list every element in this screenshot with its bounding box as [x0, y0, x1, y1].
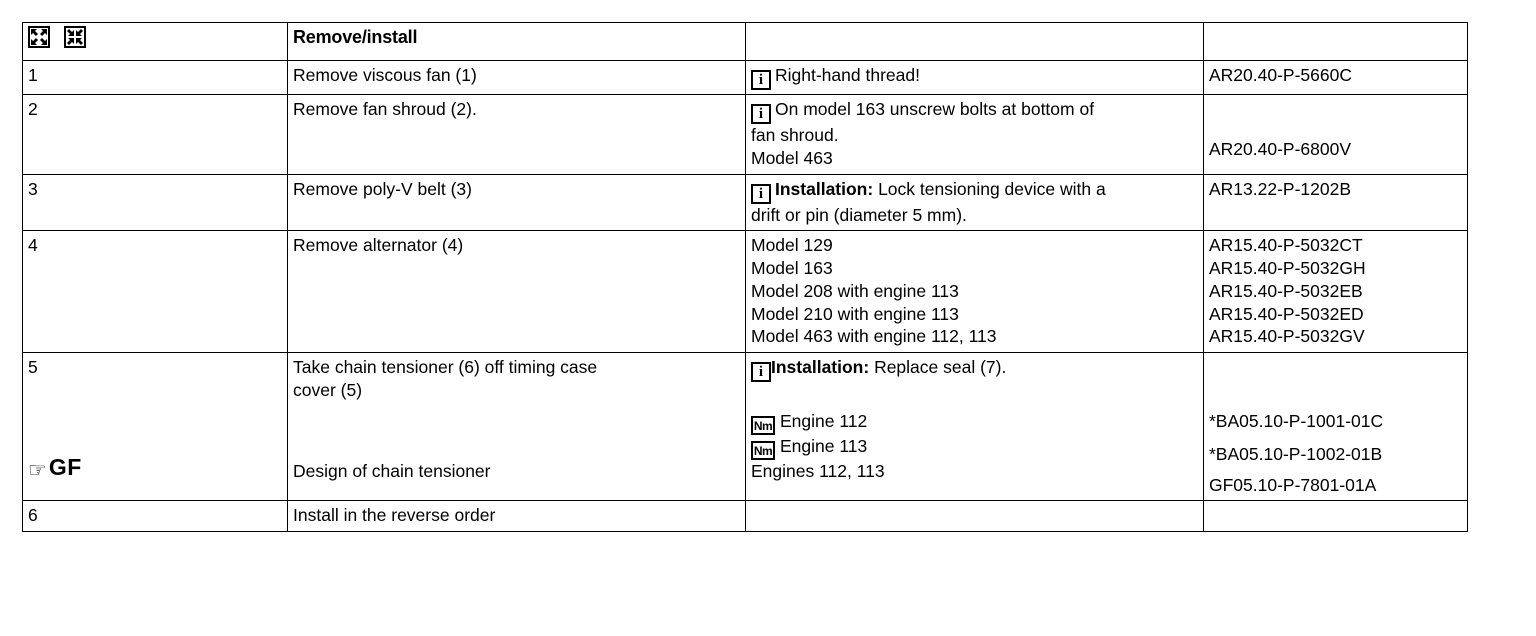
docref-cell: [1203, 500, 1468, 532]
docref-cell[interactable]: AR20.40-P-6800V: [1203, 94, 1468, 175]
docref-spacer: [1209, 376, 1467, 396]
task-text: Install in the reverse order: [293, 505, 496, 526]
gf-label: GF: [48, 453, 82, 480]
step-number-cell: 1: [22, 60, 288, 95]
task-cell: Remove viscous fan (1): [287, 60, 746, 95]
docref-link[interactable]: *BA05.10-P-1002-01B: [1209, 443, 1383, 464]
info-icon: i: [751, 70, 771, 90]
note-text-line1: Lock tensioning device with a: [873, 178, 1106, 199]
docref-link[interactable]: AR20.40-P-5660C: [1209, 65, 1352, 85]
task-cell: Take chain tensioner (6) off timing case…: [287, 351, 746, 502]
table-row: 5 ☞GF Take chain tensioner (6) off timin…: [22, 351, 1468, 502]
note-text-line3: Model 208 with engine 113: [751, 280, 959, 301]
docref-link[interactable]: AR13.22-P-1202B: [1209, 178, 1352, 199]
step-number-cell: 5 ☞GF: [22, 351, 288, 502]
docref-link[interactable]: AR20.40-P-6800V: [1209, 139, 1352, 159]
task-cell: Remove poly-V belt (3): [287, 173, 746, 232]
torque-nm-icon: Nm: [751, 416, 775, 435]
docref-link[interactable]: AR15.40-P-5032CT: [1209, 235, 1363, 256]
header-title-cell: Remove/install: [287, 22, 746, 61]
note-text-line2: fan shroud.: [751, 125, 839, 145]
torque-nm-icon: Nm: [751, 441, 775, 460]
note-cell: Model 129 Model 163 Model 208 with engin…: [745, 230, 1204, 353]
task-cell: Remove alternator (4): [287, 230, 746, 353]
pointing-hand-icon: ☞: [28, 458, 47, 482]
task-text-line3: Design of chain tensioner: [293, 460, 491, 481]
header-docref-cell: [1203, 22, 1468, 61]
docref-spacer: [1209, 118, 1467, 138]
docref-spacer: [1209, 356, 1467, 376]
header-icons-cell: [22, 22, 288, 61]
note-text-line5: Model 463 with engine 112, 113: [751, 326, 997, 347]
info-icon: i: [751, 183, 771, 204]
note-text-line1: On model 163 unscrew bolts at bottom of: [775, 99, 1095, 119]
note-emphasis: Installation:: [771, 357, 870, 377]
docref-cell[interactable]: AR20.40-P-5660C: [1203, 60, 1468, 95]
collapse-arrows-icon[interactable]: [63, 26, 86, 48]
note-text-line1: Replace seal (7).: [869, 357, 1007, 377]
docref-cell[interactable]: AR13.22-P-1202B: [1203, 173, 1468, 232]
note-cell: [745, 500, 1204, 532]
step-number: 6: [28, 505, 38, 526]
task-text: Remove fan shroud (2).: [293, 99, 477, 119]
task-text: Remove viscous fan (1): [293, 65, 477, 85]
note-text-line1: Model 129: [751, 235, 833, 256]
note-text-line3: Engine 113: [780, 436, 868, 456]
docref-link[interactable]: AR15.40-P-5032EB: [1209, 280, 1363, 301]
task-cell: Remove fan shroud (2).: [287, 94, 746, 175]
note-text-line2: Model 163: [751, 258, 833, 278]
table-header-row: Remove/install: [22, 22, 1468, 61]
task-text-line1: Take chain tensioner (6) off timing case: [293, 357, 598, 377]
step-number-cell: 2: [22, 94, 288, 175]
docref-link[interactable]: GF05.10-P-7801-01A: [1209, 474, 1377, 495]
task-cell: Install in the reverse order: [287, 500, 746, 532]
docref-link[interactable]: AR15.40-P-5032GH: [1209, 258, 1366, 278]
step-number-cell: 4: [22, 230, 288, 353]
task-text: Remove poly-V belt (3): [293, 178, 472, 199]
step-number: 3: [28, 178, 38, 199]
step-number: 1: [28, 65, 38, 85]
info-icon: i: [751, 362, 771, 382]
task-text: Remove alternator (4): [293, 235, 464, 256]
docref-spacer: [1209, 98, 1467, 118]
note-text-line3: Model 463: [751, 147, 833, 168]
docref-cell[interactable]: *BA05.10-P-1001-01C *BA05.10-P-1002-01B …: [1203, 351, 1468, 502]
service-procedure-table: Remove/install 1 Remove viscous fan (1) …: [22, 22, 1468, 532]
info-icon: i: [751, 104, 771, 124]
header-note-cell: [745, 22, 1204, 61]
table-row: 6 Install in the reverse order: [22, 500, 1468, 532]
step-number-cell: 3: [22, 173, 288, 232]
docref-cell[interactable]: AR15.40-P-5032CT AR15.40-P-5032GH AR15.4…: [1203, 230, 1468, 353]
step-number-cell: 6: [22, 500, 288, 532]
note-text: Right-hand thread!: [775, 65, 920, 85]
note-text-line4: Engines 112, 113: [751, 461, 885, 481]
table-row: 4 Remove alternator (4) Model 129 Model …: [22, 230, 1468, 353]
docref-link[interactable]: AR15.40-P-5032ED: [1209, 303, 1364, 324]
note-text-line4: Model 210 with engine 113: [751, 303, 959, 324]
note-emphasis: Installation:: [775, 178, 874, 199]
task-text-line2: cover (5): [293, 379, 363, 400]
note-text-line2: Engine 112: [780, 411, 868, 431]
expand-arrows-icon[interactable]: [28, 26, 50, 48]
note-text-line2: drift or pin (diameter 5 mm).: [751, 204, 967, 225]
docref-link[interactable]: AR15.40-P-5032GV: [1209, 326, 1365, 347]
step-number: 2: [28, 99, 38, 119]
step-number: 5: [28, 357, 38, 377]
page-title: Remove/install: [293, 27, 418, 47]
docref-link[interactable]: *BA05.10-P-1001-01C: [1209, 411, 1384, 431]
step-number: 4: [28, 235, 38, 256]
